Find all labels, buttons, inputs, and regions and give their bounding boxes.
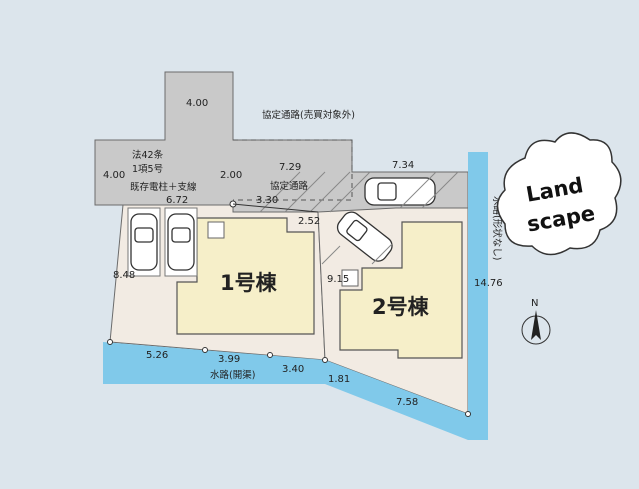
north-arrow: N: [521, 298, 551, 345]
car-icon: [130, 213, 158, 271]
hatch-lines: [259, 171, 459, 265]
logo-cloud: [496, 132, 622, 256]
dimension-label: 6.72: [166, 195, 188, 206]
dimension-label: 3.40: [282, 364, 304, 375]
dimension-label: 7.34: [392, 160, 414, 171]
pole-guy-wire: [232, 203, 319, 213]
dimension-label: 2.00: [220, 170, 242, 181]
excluded-road-outline: [233, 139, 353, 201]
car-icon: [364, 177, 436, 206]
dimension-label: 1.81: [328, 374, 350, 385]
waterway-bottom-label: 水路(開渠): [210, 369, 255, 381]
dimension-label: 4.00: [186, 98, 208, 109]
waterway-right: [468, 152, 488, 440]
dimension-label: 8.48: [113, 270, 135, 281]
note-agreement-road: 協定通路: [270, 180, 309, 192]
building-2-label: 2号棟: [372, 295, 430, 319]
waterway-bottom: [103, 342, 468, 440]
note-pole: 既存電柱＋支線: [130, 181, 197, 193]
car-icon: [336, 211, 393, 262]
dimension-label: 14.76: [474, 278, 503, 289]
dimension-label: 7.58: [396, 397, 418, 408]
note-agreement-road-excluded: 協定通路(売買対象外): [262, 109, 355, 121]
dimension-label: 3.30: [256, 195, 278, 206]
dimension-label: 3.99: [218, 354, 240, 365]
note-easement: 法42条: [132, 149, 164, 161]
dimension-label: 5.26: [146, 350, 168, 361]
car-icon: [167, 213, 195, 271]
building-1-footprint: [176, 217, 315, 335]
note-easement-2: 1項5号: [132, 164, 163, 175]
meter-box-1: [207, 221, 225, 239]
building-2-footprint: [339, 221, 463, 359]
boundary-markers: [107, 339, 471, 417]
building-1-label: 1号棟: [220, 271, 278, 295]
dimension-label: 4.00: [103, 170, 125, 181]
dimension-label: 7.29: [279, 162, 301, 173]
meter-box-2: [341, 269, 359, 287]
north-label: N: [531, 298, 538, 309]
dimension-label: 9.15: [327, 274, 349, 285]
dimension-label: 2.52: [298, 216, 320, 227]
